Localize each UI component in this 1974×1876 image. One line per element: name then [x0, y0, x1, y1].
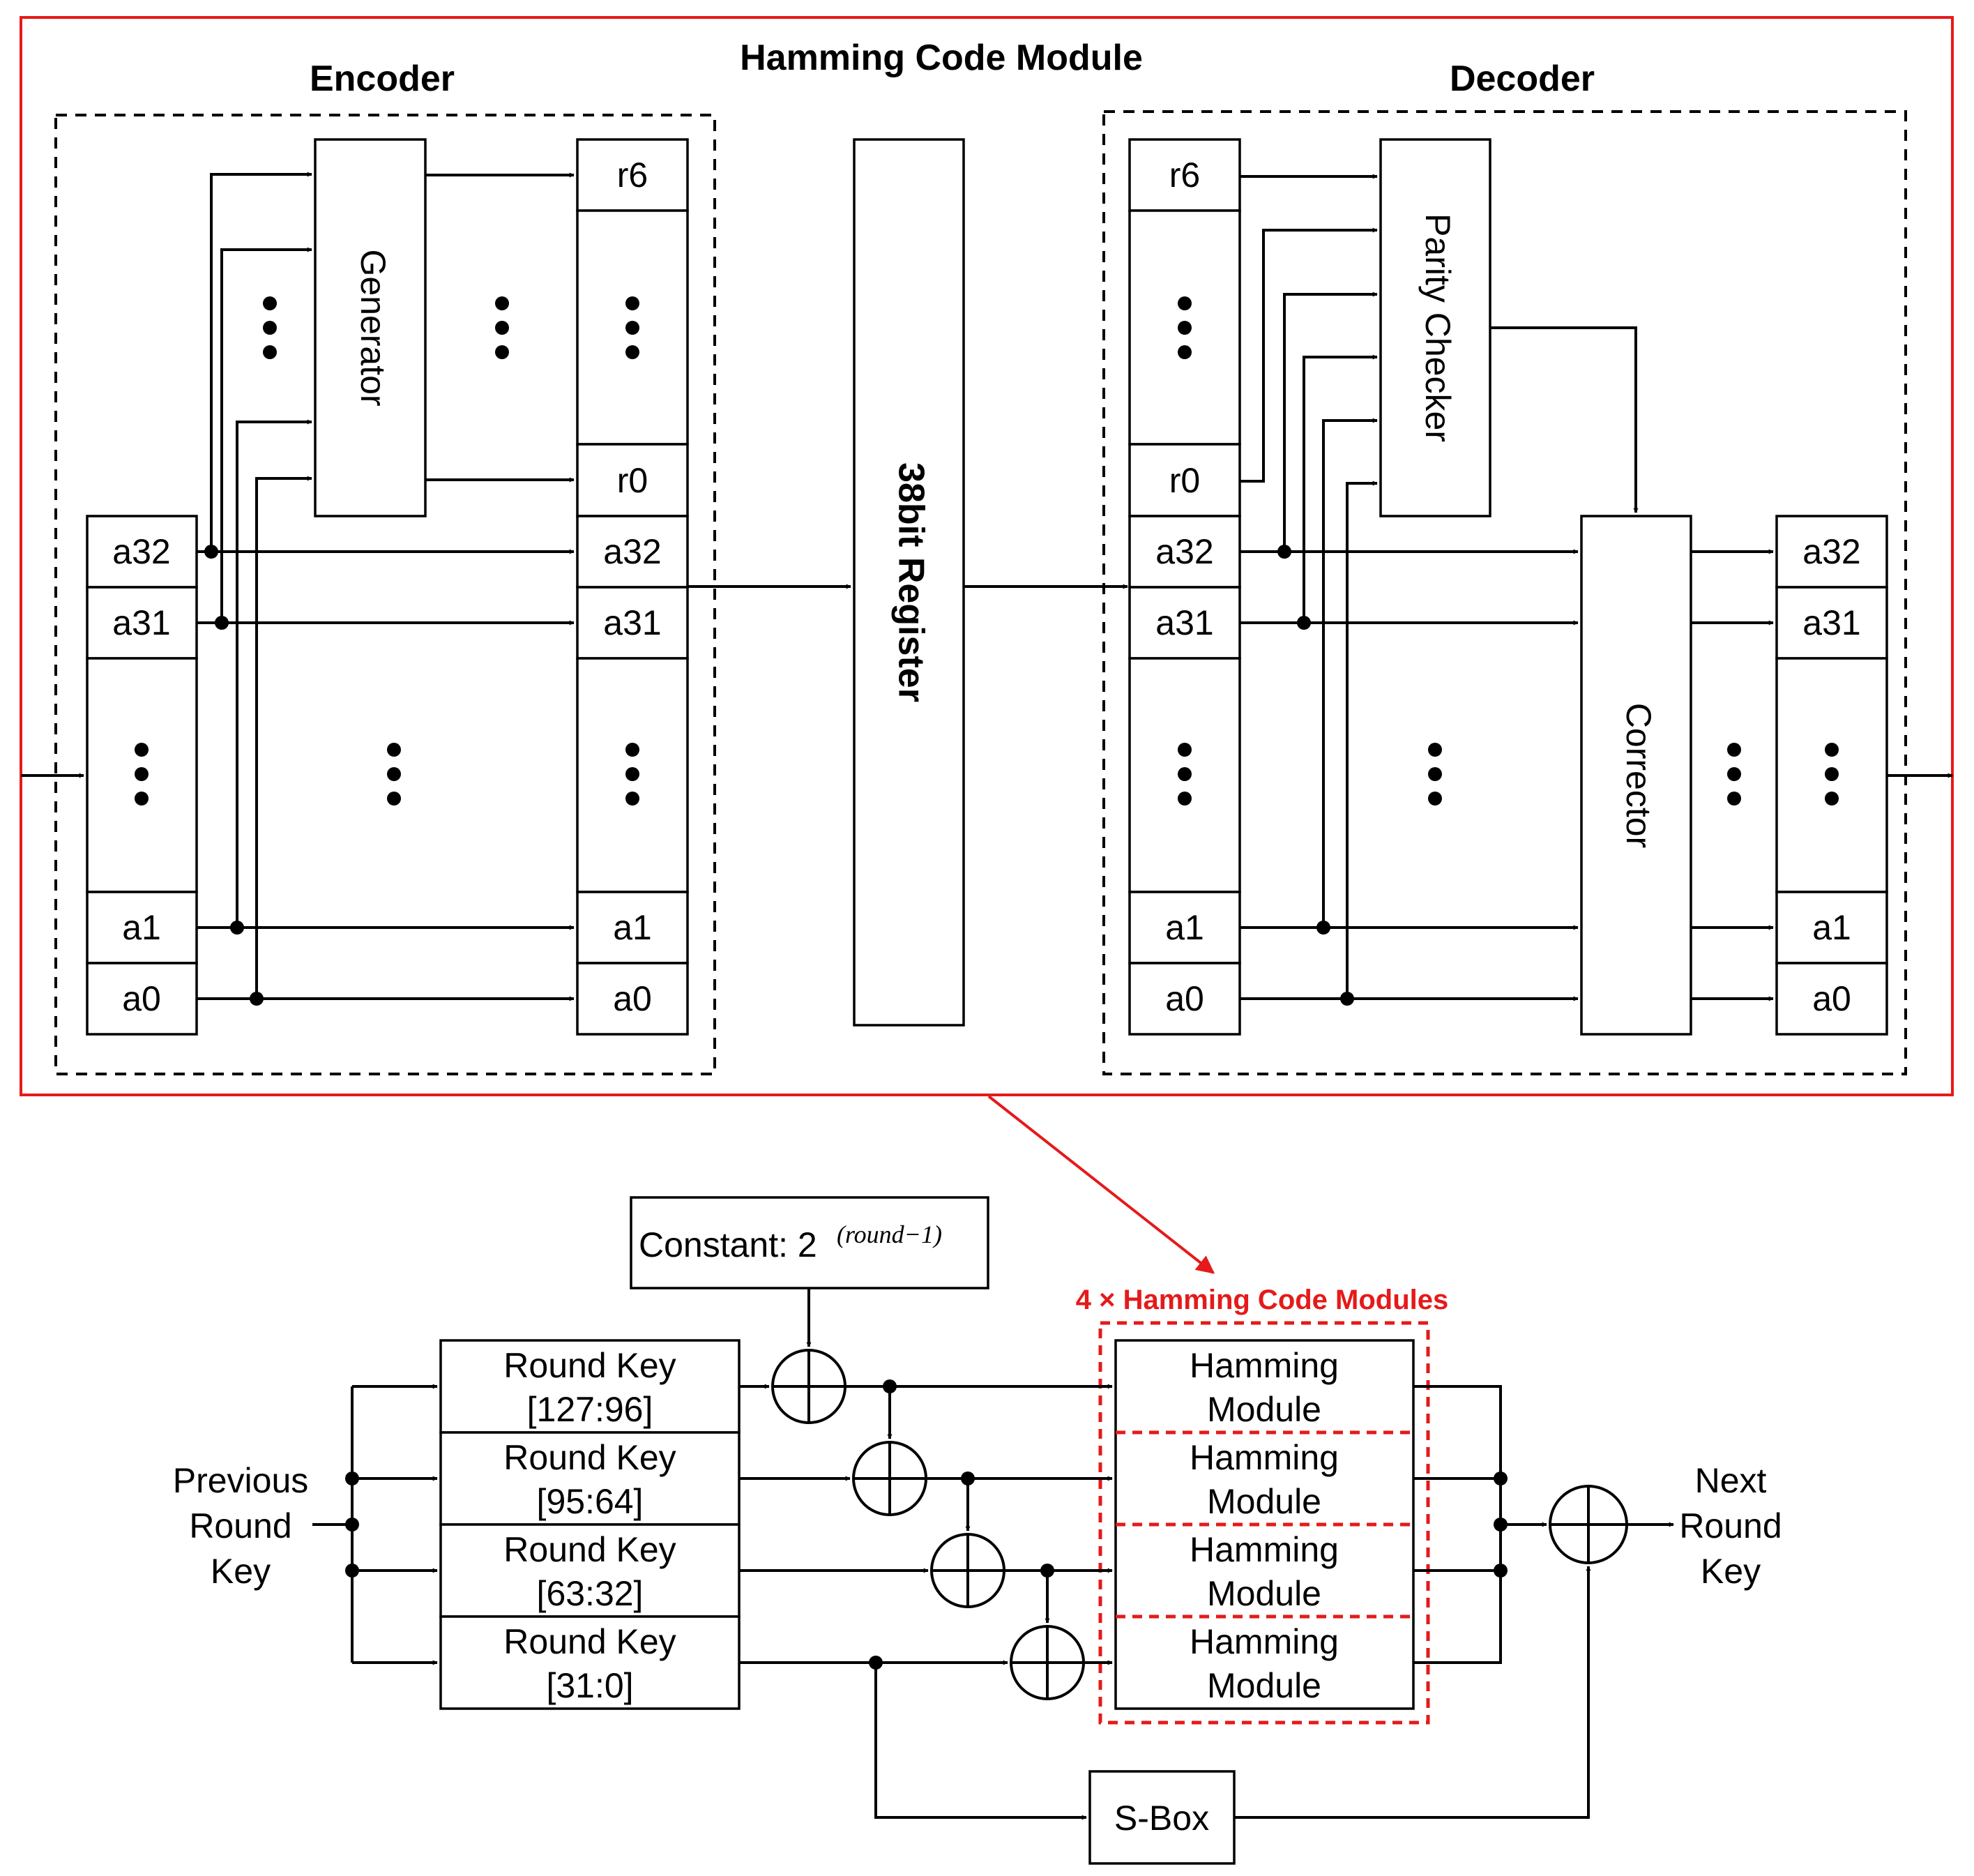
decoder-frame	[1102, 110, 1907, 1075]
next-key-line3: Key	[1701, 1552, 1761, 1591]
hamming-module-4-line1: Hamming	[1190, 1622, 1339, 1661]
hamming-module-stack: Hamming Module Hamming Module Hamming Mo…	[1098, 1321, 1430, 1725]
xor-gate-icon	[1010, 1625, 1085, 1700]
enc-out-a32: a32	[603, 532, 661, 571]
ellipsis-icon	[1178, 296, 1192, 805]
enc-out-r6: r6	[617, 156, 648, 195]
sbox-block: S-Box	[1088, 1770, 1236, 1865]
xor-gate-icon	[1549, 1485, 1628, 1564]
constant-block: Constant: 2 (round−1)	[630, 1196, 989, 1289]
enc-in-a1: a1	[122, 908, 161, 947]
sbox-label: S-Box	[1114, 1799, 1209, 1838]
round-key-2-line2: [95:64]	[537, 1482, 644, 1521]
round-key-1-line1: Round Key	[503, 1346, 676, 1385]
enc-out-a31: a31	[603, 603, 661, 642]
hamming-module-2-line2: Module	[1207, 1482, 1321, 1521]
enc-out-r0: r0	[617, 461, 648, 500]
register-38bit: 38bit Register	[853, 138, 965, 1027]
hamming-group-label: 4 × Hamming Code Modules	[1076, 1285, 1449, 1315]
encoder-input-register: a32 a31 a1 a0	[86, 515, 198, 1036]
enc-in-a31: a31	[112, 603, 170, 642]
encoder-output-register: r6 r0 a32 a31 a1 a0	[576, 138, 689, 1036]
enc-out-a1: a1	[613, 908, 652, 947]
dec-in-a32: a32	[1155, 532, 1213, 571]
corrector-block: Corrector	[1580, 515, 1692, 1036]
hamming-module-4-line2: Module	[1207, 1666, 1321, 1705]
next-key-line2: Round	[1679, 1506, 1782, 1545]
hamming-module-1-line1: Hamming	[1190, 1346, 1339, 1385]
round-key-1-line2: [127:96]	[527, 1390, 653, 1429]
constant-exponent: (round−1)	[837, 1220, 942, 1248]
dec-in-r6: r6	[1169, 156, 1200, 195]
encoder-wires	[21, 172, 575, 1006]
hamming-module-3-line1: Hamming	[1190, 1530, 1339, 1569]
generator-label: Generator	[354, 249, 393, 406]
dec-in-a31: a31	[1155, 603, 1213, 642]
decoder-wires	[1240, 174, 1953, 1006]
decoder-title: Decoder	[1450, 59, 1595, 99]
ellipsis-icon	[625, 296, 639, 805]
encoder-frame	[54, 114, 716, 1075]
ellipsis-icon	[1428, 743, 1741, 805]
ellipsis-icon	[135, 743, 149, 805]
xor-gate-icon	[771, 1349, 846, 1424]
enc-out-a0: a0	[613, 979, 652, 1018]
ellipsis-icon	[263, 296, 509, 805]
constant-label: Constant: 2	[639, 1225, 817, 1264]
round-key-3-line1: Round Key	[503, 1530, 676, 1569]
encoder-title: Encoder	[310, 59, 455, 99]
prev-key-line2: Round	[189, 1506, 291, 1545]
round-key-stack: Round Key [127:96] Round Key [95:64] Rou…	[439, 1339, 741, 1710]
key-schedule-wires	[312, 1288, 1674, 1820]
hamming-module-1-line2: Module	[1207, 1390, 1321, 1429]
next-key-line1: Next	[1695, 1461, 1767, 1500]
round-key-4-line1: Round Key	[503, 1622, 676, 1661]
module-title: Hamming Code Module	[740, 38, 1143, 78]
xor-gate-icon	[852, 1441, 927, 1516]
prev-key-line1: Previous	[173, 1461, 309, 1500]
dec-out-a31: a31	[1802, 603, 1860, 642]
zoom-connector-arrow	[987, 1095, 1215, 1274]
register-label: 38bit Register	[890, 462, 931, 702]
hamming-module-3-line2: Module	[1207, 1574, 1321, 1613]
enc-in-a32: a32	[112, 532, 170, 571]
enc-in-a0: a0	[122, 979, 161, 1018]
generator-block: Generator	[314, 138, 427, 517]
hamming-module-2-line1: Hamming	[1190, 1438, 1339, 1477]
decoder-output-register: a32 a31 a1 a0	[1775, 515, 1888, 1036]
corrector-label: Corrector	[1619, 703, 1658, 848]
decoder-input-register: r6 r0 a32 a31 a1 a0	[1128, 138, 1241, 1036]
dec-out-a0: a0	[1812, 979, 1851, 1018]
prev-key-line3: Key	[211, 1552, 271, 1591]
round-key-2-line1: Round Key	[503, 1438, 676, 1477]
dec-in-a1: a1	[1165, 908, 1204, 947]
dec-in-r0: r0	[1169, 461, 1200, 500]
dec-out-a1: a1	[1812, 908, 1851, 947]
dec-in-a0: a0	[1165, 979, 1204, 1018]
parity-checker-block: Parity Checker	[1379, 138, 1491, 517]
dec-out-a32: a32	[1802, 532, 1860, 571]
ellipsis-icon	[1825, 743, 1839, 805]
xor-gate-icon	[930, 1533, 1005, 1608]
hamming-module-frame	[20, 16, 1954, 1096]
round-key-4-line2: [31:0]	[546, 1666, 633, 1705]
round-key-3-line2: [63:32]	[537, 1574, 644, 1613]
parity-checker-label: Parity Checker	[1418, 213, 1457, 442]
